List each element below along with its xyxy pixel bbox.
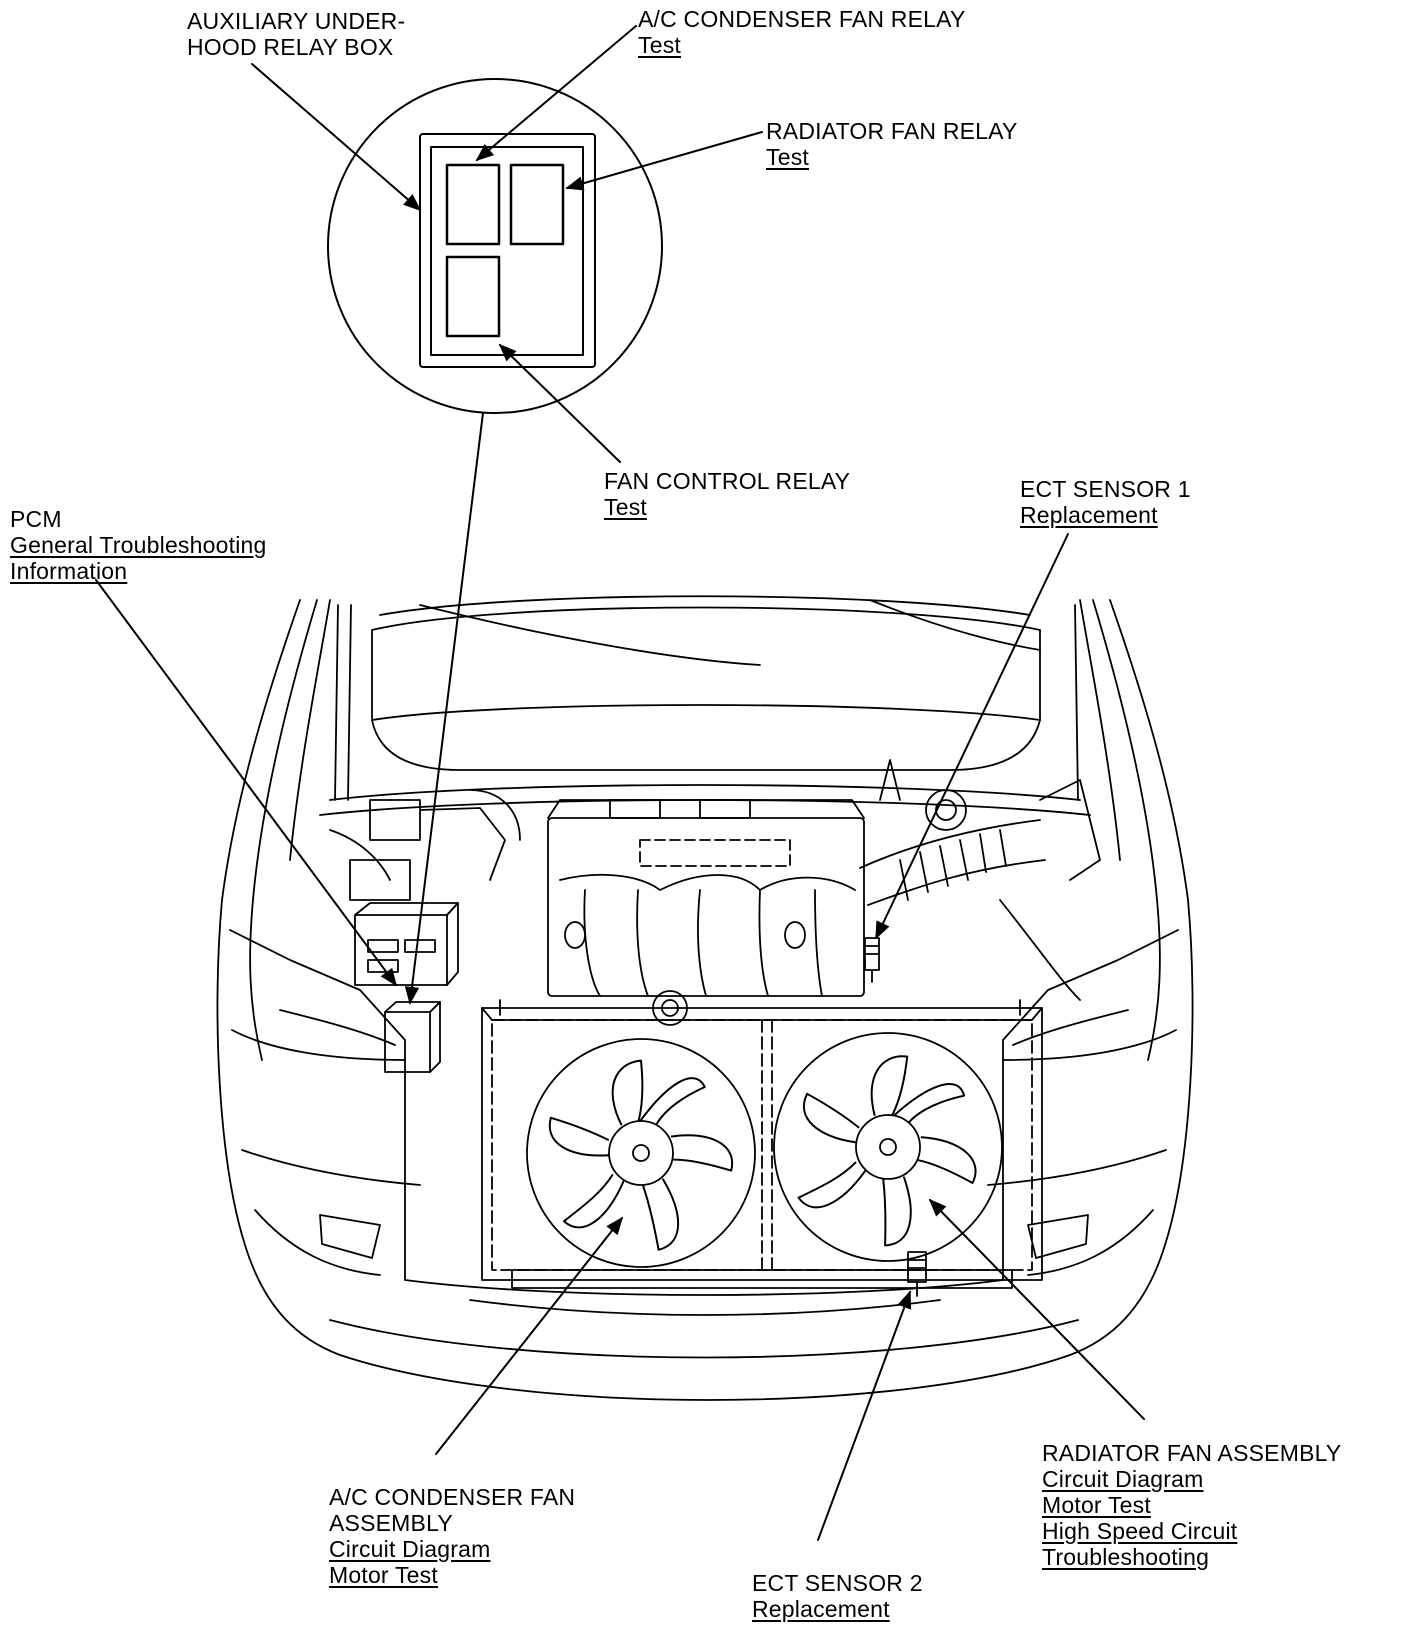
ac-condenser-fan-assembly-title-1: A/C CONDENSER FAN xyxy=(329,1484,576,1510)
ac-condenser-fan-circuit-link[interactable]: Circuit Diagram xyxy=(329,1536,491,1562)
radiator-assembly xyxy=(481,999,1043,1289)
label-ect-sensor-2: ECT SENSOR 2 Replacement xyxy=(752,1570,923,1622)
ac-condenser-fan-assembly-title-2: ASSEMBLY xyxy=(329,1510,453,1536)
vehicle-body xyxy=(216,595,1194,1401)
ect-sensor-1 xyxy=(864,937,880,983)
pcm-module xyxy=(384,1001,441,1073)
label-ac-condenser-fan-assembly: A/C CONDENSER FAN ASSEMBLY Circuit Diagr… xyxy=(329,1484,575,1588)
ect-sensor-1-replacement-link[interactable]: Replacement xyxy=(1020,502,1158,528)
fan-control-relay-slot xyxy=(445,255,501,338)
ect-sensor-2-replacement-link[interactable]: Replacement xyxy=(752,1596,890,1622)
fan-control-relay-test-link[interactable]: Test xyxy=(604,494,647,520)
ect-sensor-2 xyxy=(907,1251,927,1297)
radiator-fan-relay-title: RADIATOR FAN RELAY xyxy=(766,118,1018,144)
pcm-title: PCM xyxy=(10,506,62,532)
label-pcm: PCM General Troubleshooting Information xyxy=(10,506,267,584)
ect-sensor-2-title: ECT SENSOR 2 xyxy=(752,1570,923,1596)
radiator-fan-relay-test-link[interactable]: Test xyxy=(766,144,809,170)
label-ac-condenser-fan-relay: A/C CONDENSER FAN RELAY Test xyxy=(638,6,966,58)
pcm-troubleshooting-link-2[interactable]: Information xyxy=(10,558,128,584)
radiator-fan-circuit-link[interactable]: Circuit Diagram xyxy=(1042,1466,1204,1492)
fan-control-relay-title: FAN CONTROL RELAY xyxy=(604,468,851,494)
ac-condenser-fan-relay-test-link[interactable]: Test xyxy=(638,32,681,58)
aux-relay-box-title-1: AUXILIARY UNDER- xyxy=(187,8,406,34)
ect-sensor-1-title: ECT SENSOR 1 xyxy=(1020,476,1191,502)
label-aux-relay-box: AUXILIARY UNDER- HOOD RELAY BOX xyxy=(187,8,405,60)
radiator-fan-high-speed-link-1[interactable]: High Speed Circuit xyxy=(1042,1518,1238,1544)
aux-relay-box-in-bay xyxy=(354,902,459,986)
pcm-troubleshooting-link-1[interactable]: General Troubleshooting xyxy=(10,532,267,558)
relay-box-pointer-line xyxy=(404,412,484,1005)
label-ect-sensor-1: ECT SENSOR 1 Replacement xyxy=(1020,476,1191,528)
label-radiator-fan-relay: RADIATOR FAN RELAY Test xyxy=(766,118,1018,170)
radiator-fan-high-speed-link-2[interactable]: Troubleshooting xyxy=(1042,1544,1210,1570)
label-fan-control-relay: FAN CONTROL RELAY Test xyxy=(604,468,850,520)
leader-lines xyxy=(95,25,1145,1541)
ac-condenser-fan-relay-title: A/C CONDENSER FAN RELAY xyxy=(638,6,966,32)
label-radiator-fan-assembly: RADIATOR FAN ASSEMBLY Circuit Diagram Mo… xyxy=(1042,1440,1341,1570)
aux-relay-box-title-2: HOOD RELAY BOX xyxy=(187,34,394,60)
ac-condenser-fan-relay-slot xyxy=(445,163,501,246)
radiator-fan-motor-test-link[interactable]: Motor Test xyxy=(1042,1492,1151,1518)
ac-condenser-fan-motor-test-link[interactable]: Motor Test xyxy=(329,1562,438,1588)
ac-condenser-fan xyxy=(526,1038,756,1268)
relay-box-detail-circle xyxy=(327,78,663,414)
radiator-fan xyxy=(773,1032,1003,1262)
radiator-fan-assembly-title: RADIATOR FAN ASSEMBLY xyxy=(1042,1440,1342,1466)
radiator-fan-relay-slot xyxy=(509,163,565,246)
